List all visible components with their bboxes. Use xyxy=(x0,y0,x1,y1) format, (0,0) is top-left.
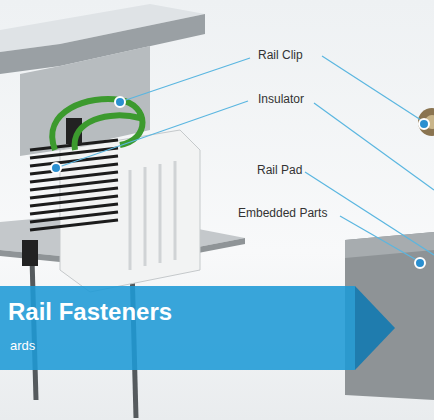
housing xyxy=(60,130,200,292)
banner-band xyxy=(0,286,355,370)
callout-dots xyxy=(51,97,429,268)
clip-part xyxy=(418,108,434,136)
leader-lines xyxy=(56,56,434,262)
title-banner: Rail Fasteners ards xyxy=(0,286,395,370)
banner-title: Rail Fasteners xyxy=(8,298,172,326)
rail-web xyxy=(20,46,150,156)
banner-arrow xyxy=(355,286,395,370)
part-label: Insulator xyxy=(256,92,306,106)
part-label: Rail Pad xyxy=(255,163,304,177)
embedded-block xyxy=(345,232,434,400)
bolt xyxy=(22,240,38,266)
banner-subtitle: ards xyxy=(10,338,35,353)
insulator-stack xyxy=(30,140,118,230)
part-label: Embedded Parts xyxy=(236,206,329,220)
part-label: Rail Clip xyxy=(256,48,305,62)
